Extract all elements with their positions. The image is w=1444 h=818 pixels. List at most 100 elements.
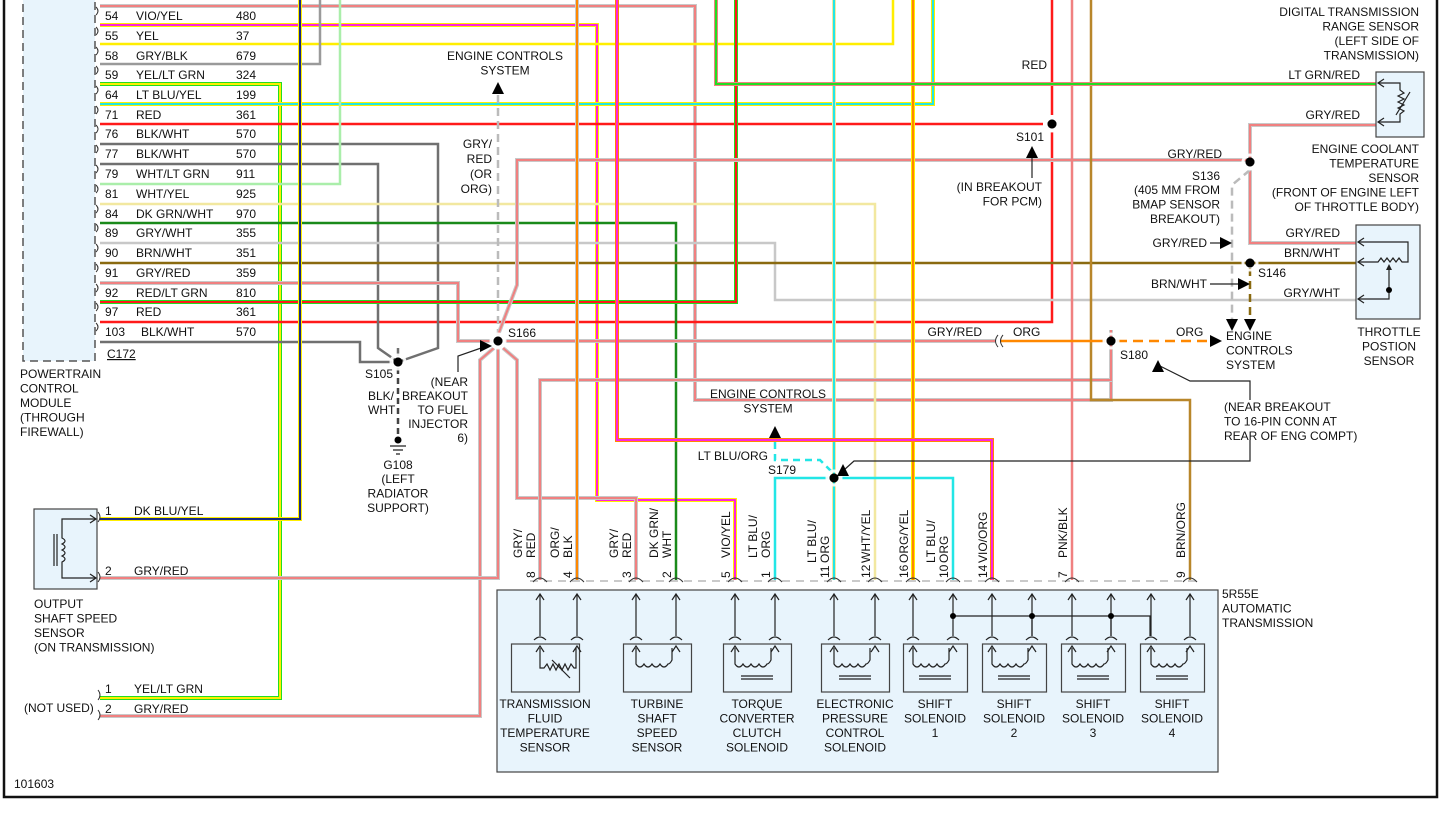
arrow-up-icon: [1106, 592, 1116, 601]
component-label: TORQUE: [731, 697, 782, 711]
wire-wht-lt-grn[interactable]: [100, 0, 342, 186]
engine-controls-arrow-icon: [769, 426, 781, 438]
connector-bracket-icon: [95, 105, 99, 115]
wire-lt-blu-org-1[interactable]: [773, 476, 828, 580]
wire-color-code: GRY/BLK: [136, 49, 188, 63]
component-label: SHAFT: [637, 712, 677, 726]
wire-gry-red-tft[interactable]: [539, 345, 1112, 580]
component-label: CONTROL: [826, 726, 885, 740]
oss-label-line: OUTPUT: [34, 597, 84, 611]
dtr-ect-sensor-box[interactable]: [1375, 71, 1425, 138]
gry-red-or-org-label: GRY/: [463, 137, 493, 151]
wire-red-97[interactable]: [100, 132, 1054, 324]
wire-yel[interactable]: [100, 0, 895, 46]
splice-s179-label: S179: [768, 463, 796, 477]
pin-connector-icon: [984, 577, 1000, 583]
splice-s146-icon-center: [1245, 258, 1255, 268]
connector-bracket-icon: [95, 322, 99, 332]
splice-s180-note: TO 16-PIN CONN AT: [1224, 415, 1338, 429]
wire-vio-org[interactable]: [616, 0, 993, 580]
component-label: CONVERTER: [719, 712, 794, 726]
connector-bracket-icon: [95, 124, 99, 134]
wire-blk-wht-103[interactable]: [100, 340, 392, 364]
wire-color-code: RED/LT GRN: [136, 286, 208, 300]
wire-org-label: ORG: [1176, 325, 1203, 339]
wire-lt-blu-org-label: LT BLU/ORG: [698, 449, 768, 463]
pin-connector-icon: [868, 636, 882, 641]
arrow-up-icon: [572, 592, 582, 601]
oss-pin-number: 2: [105, 564, 112, 578]
wire-gry-red-ect[interactable]: [497, 124, 1376, 336]
connector-bracket-icon: [95, 283, 99, 293]
wire-dk-grn-wht[interactable]: [100, 221, 678, 580]
wire-lt-blu-org-ecs[interactable]: [773, 430, 833, 473]
pcm-connector-label: C172: [107, 347, 136, 361]
wire-red-lt-grn[interactable]: [100, 0, 737, 303]
pointer-arrow-icon: [1026, 146, 1038, 158]
arrow-up-icon: [535, 644, 545, 653]
wire-gry-red-tss[interactable]: [502, 347, 637, 580]
wire-gry-wht[interactable]: [100, 241, 1356, 302]
pin-connector-icon: [945, 577, 961, 583]
wire-wht-yel[interactable]: [100, 202, 877, 580]
wire-gry-red-91[interactable]: [100, 282, 492, 342]
wire-gry-red-notused[interactable]: [100, 347, 495, 717]
not-used-pin-number: 1: [105, 682, 112, 696]
ect-label-line: OF THROTTLE BODY): [1295, 200, 1419, 214]
arrow-up-icon: [987, 592, 997, 601]
pin-connector-icon: [985, 636, 999, 641]
dtr-label-line: TRANSMISSION): [1324, 49, 1419, 63]
wire-vio-org-edge: [615, 0, 994, 580]
arrow-up-icon: [671, 644, 681, 653]
wire-blk-wht-76[interactable]: [100, 142, 440, 364]
solenoid-coil-icon: [991, 648, 1029, 668]
connector-bracket-icon: [97, 511, 101, 523]
bus-junction-icon: [1108, 613, 1114, 619]
circuit-number: 359: [236, 266, 256, 280]
wire-yel-lt-grn[interactable]: [100, 83, 281, 699]
output-shaft-speed-sensor-box[interactable]: [33, 508, 98, 590]
wire-gry-red-tps[interactable]: [1249, 170, 1356, 244]
arrow-up-icon: [987, 644, 997, 653]
arrow-up-icon: [870, 592, 880, 601]
circuit-number: 970: [236, 207, 256, 221]
wire-blk-wht-77[interactable]: [100, 162, 399, 364]
transmission-pin-number: 4: [561, 571, 575, 578]
component-label: PRESSURE: [822, 712, 888, 726]
pin-connector-icon: [1182, 577, 1198, 583]
wire-lt-blu-yel[interactable]: [100, 0, 934, 105]
pin-number: 91: [105, 266, 119, 280]
throttle-position-sensor-box[interactable]: [1355, 224, 1421, 320]
ground-g108-location: RADIATOR: [368, 487, 429, 501]
wire-gry-blk[interactable]: [100, 0, 322, 66]
oss-wire-color: GRY/RED: [134, 564, 189, 578]
component-box: [820, 643, 891, 693]
oss-label-line: (ON TRANSMISSION): [34, 641, 154, 655]
wire-gry-red-oss[interactable]: [100, 348, 499, 579]
wire-dk-blu-yel[interactable]: [100, 0, 301, 520]
arrow-up-icon: [829, 644, 839, 653]
splice-s166-note: INJECTOR: [408, 417, 468, 431]
splice-s146-icon-halo: [1241, 254, 1259, 272]
wire-brn-org[interactable]: [1089, 0, 1192, 580]
wire-gry-red-ecs-dashed[interactable]: [1230, 169, 1251, 320]
splice-s101-icon-center: [1047, 119, 1057, 129]
pin-connector-icon: [570, 636, 584, 641]
wire-lt-blu-org-10[interactable]: [840, 476, 955, 580]
engine-controls-right-label: SYSTEM: [1226, 358, 1275, 372]
wire-lt-grn-red[interactable]: [715, 0, 1376, 85]
pin-number: 76: [105, 127, 119, 141]
wire-color-code: RED: [136, 305, 162, 319]
